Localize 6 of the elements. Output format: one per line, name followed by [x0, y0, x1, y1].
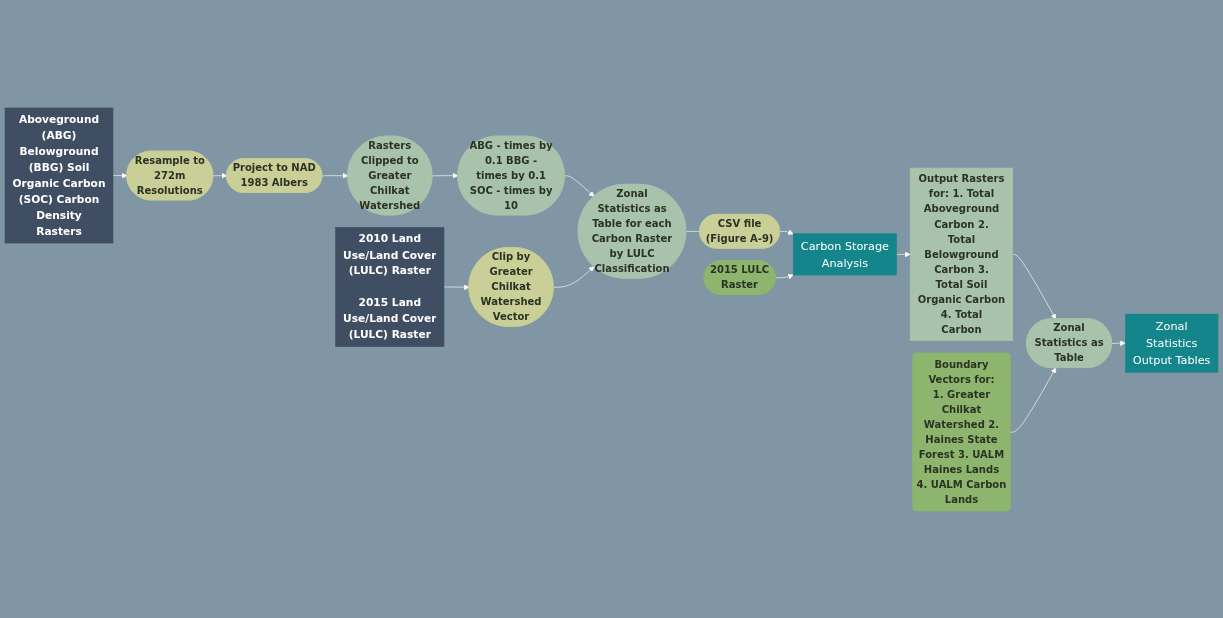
node-box: Zonal Statistics Output Tables — [1125, 313, 1219, 373]
node-box: Output Rasters for: 1. Total Aboveground Carbon 2. Total Belowground Carbon 3. Total Soil Organic Carbon 4. Total Carbon — [909, 167, 1014, 341]
node-box: 2010 Land Use/Land Cover (LULC) Raster 2015 Land Use/Land Cover (LULC) Raster — [335, 226, 445, 347]
node-box: Carbon Storage Analysis — [792, 233, 897, 275]
connector — [685, 230, 701, 232]
node-box: Aboveground (ABG) Belowground (BBG) Soil Organic Carbon (SOC) Carbon Density Rasters — [4, 107, 114, 243]
